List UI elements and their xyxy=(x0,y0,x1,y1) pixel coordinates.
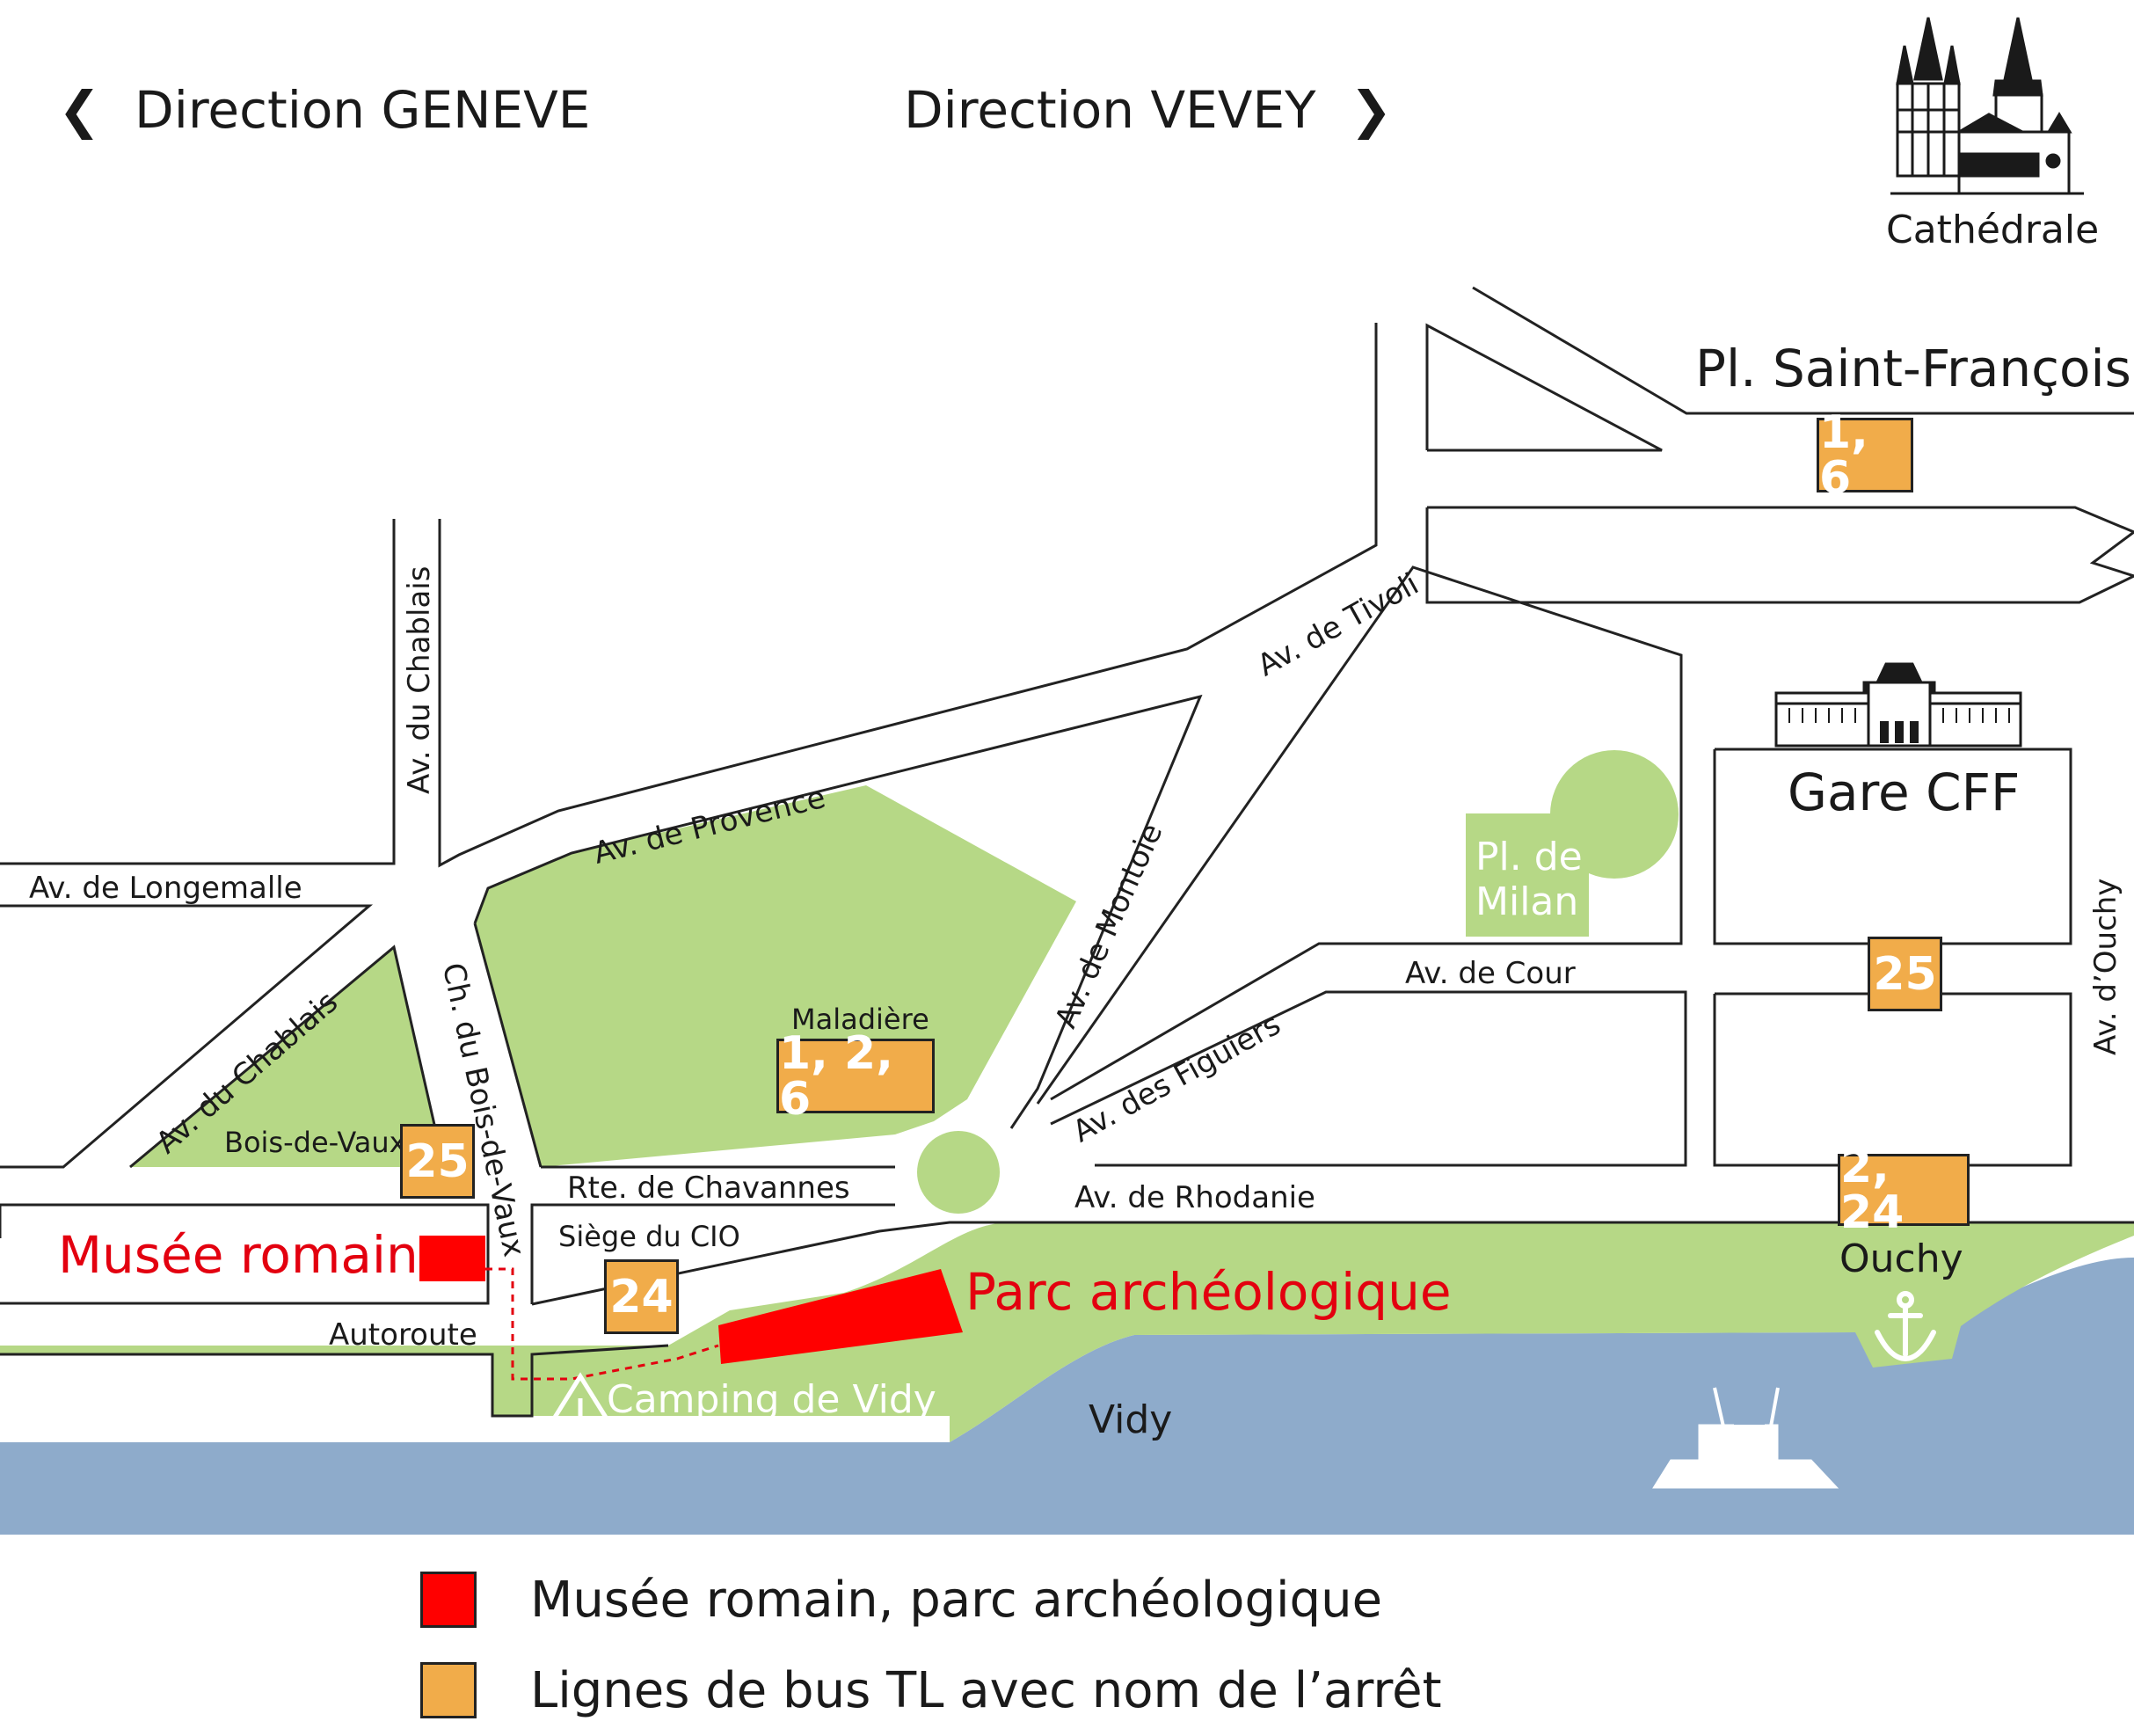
musee-romain-label: Musée romain xyxy=(58,1225,419,1285)
road-edge xyxy=(1050,990,1687,1167)
legend-swatch-museum xyxy=(420,1572,477,1628)
road-edge xyxy=(473,923,543,1168)
road-edge xyxy=(0,519,396,865)
tent-icon xyxy=(541,1372,620,1427)
bus-badge-cio: 24 xyxy=(604,1259,679,1334)
direction-geneve: ❮ Direction GENEVE xyxy=(58,84,590,135)
station-building-icon xyxy=(1774,662,2022,748)
legend-swatch-bus xyxy=(420,1662,477,1718)
direction-vevey-label: Direction VEVEY xyxy=(904,80,1316,140)
bus-badge-maladiere: 1, 2, 6 xyxy=(776,1031,935,1122)
bus-badge-ouchy: 2, 24 xyxy=(1838,1144,1970,1236)
road-edge xyxy=(129,945,446,1169)
bus-badge-bois-de-vaux: 25 xyxy=(400,1124,475,1199)
stop-name-bois-de-vaux: Bois-de-Vaux xyxy=(224,1126,406,1159)
musee-romain-marker xyxy=(419,1236,485,1281)
road-edge xyxy=(531,1221,2134,1306)
saint-francois-label: Pl. Saint-François xyxy=(1695,339,2131,398)
milan-park-label-line1: Pl. de xyxy=(1475,835,1583,879)
bois-de-vaux-park xyxy=(130,947,444,1167)
gare-cff-label: Gare CFF xyxy=(1788,762,2021,822)
milan-park-block xyxy=(1466,813,1589,937)
camping-label: Camping de Vidy xyxy=(607,1377,936,1422)
street-longemalle: Av. de Longemalle xyxy=(29,871,302,906)
chevron-left-icon: ❮ xyxy=(58,80,101,140)
maladiere-park xyxy=(475,785,1076,1167)
road-edge xyxy=(438,323,1378,868)
road-edge xyxy=(0,1203,490,1305)
street-cour: Av. de Cour xyxy=(1405,956,1576,991)
road-edge xyxy=(1425,506,2134,604)
street-ouchy: Av. d’Ouchy xyxy=(2088,878,2123,1055)
lake xyxy=(0,1258,2134,1535)
parc-archeologique-marker xyxy=(718,1269,963,1364)
road-edge xyxy=(1713,992,2072,1167)
street-chablais-vertical: Av. du Chablais xyxy=(402,565,437,794)
roundabout xyxy=(917,1131,1000,1214)
road-edge xyxy=(473,694,1203,1129)
legend-bus-label: Lignes de bus TL avec nom de l’arrêt xyxy=(530,1662,1442,1719)
road-edge xyxy=(0,904,374,1169)
road-edge xyxy=(1036,565,1683,1105)
milan-park-label-line2: Milan xyxy=(1475,879,1579,924)
cathedral-label: Cathédrale xyxy=(1886,208,2100,252)
bus-badge-saint-francois: 1, 6 xyxy=(1817,410,1913,501)
road-edge xyxy=(1425,323,1663,452)
vidy-label: Vidy xyxy=(1089,1397,1173,1442)
lakeside-park xyxy=(0,1222,2134,1442)
street-rhodanie: Av. de Rhodanie xyxy=(1074,1180,1315,1215)
road-edge xyxy=(0,1344,669,1418)
bus-badge-gare: 25 xyxy=(1868,937,1942,1011)
road-edge xyxy=(1472,286,2134,415)
parc-archeologique-label: Parc archéologique xyxy=(965,1262,1452,1322)
stop-name-cio: Siège du CIO xyxy=(558,1220,740,1253)
direction-vevey: Direction VEVEY ❯ xyxy=(904,84,1393,135)
legend-museum-label: Musée romain, parc archéologique xyxy=(530,1572,1383,1629)
ouchy-label: Ouchy xyxy=(1839,1236,1963,1281)
street-autoroute: Autoroute xyxy=(329,1317,477,1353)
road-edge xyxy=(1713,748,2072,945)
direction-geneve-label: Direction GENEVE xyxy=(135,80,591,140)
chevron-right-icon: ❯ xyxy=(1349,80,1393,140)
boat-icon xyxy=(1652,1387,1839,1489)
anchor-icon xyxy=(1875,1291,1936,1362)
road-edge xyxy=(530,1203,895,1304)
street-chavannes: Rte. de Chavannes xyxy=(567,1171,850,1206)
milan-park-label: Pl. de Milan xyxy=(1475,835,1583,924)
stop-name-maladiere: Maladière xyxy=(791,1003,929,1036)
cathedral-icon xyxy=(1890,17,2084,195)
